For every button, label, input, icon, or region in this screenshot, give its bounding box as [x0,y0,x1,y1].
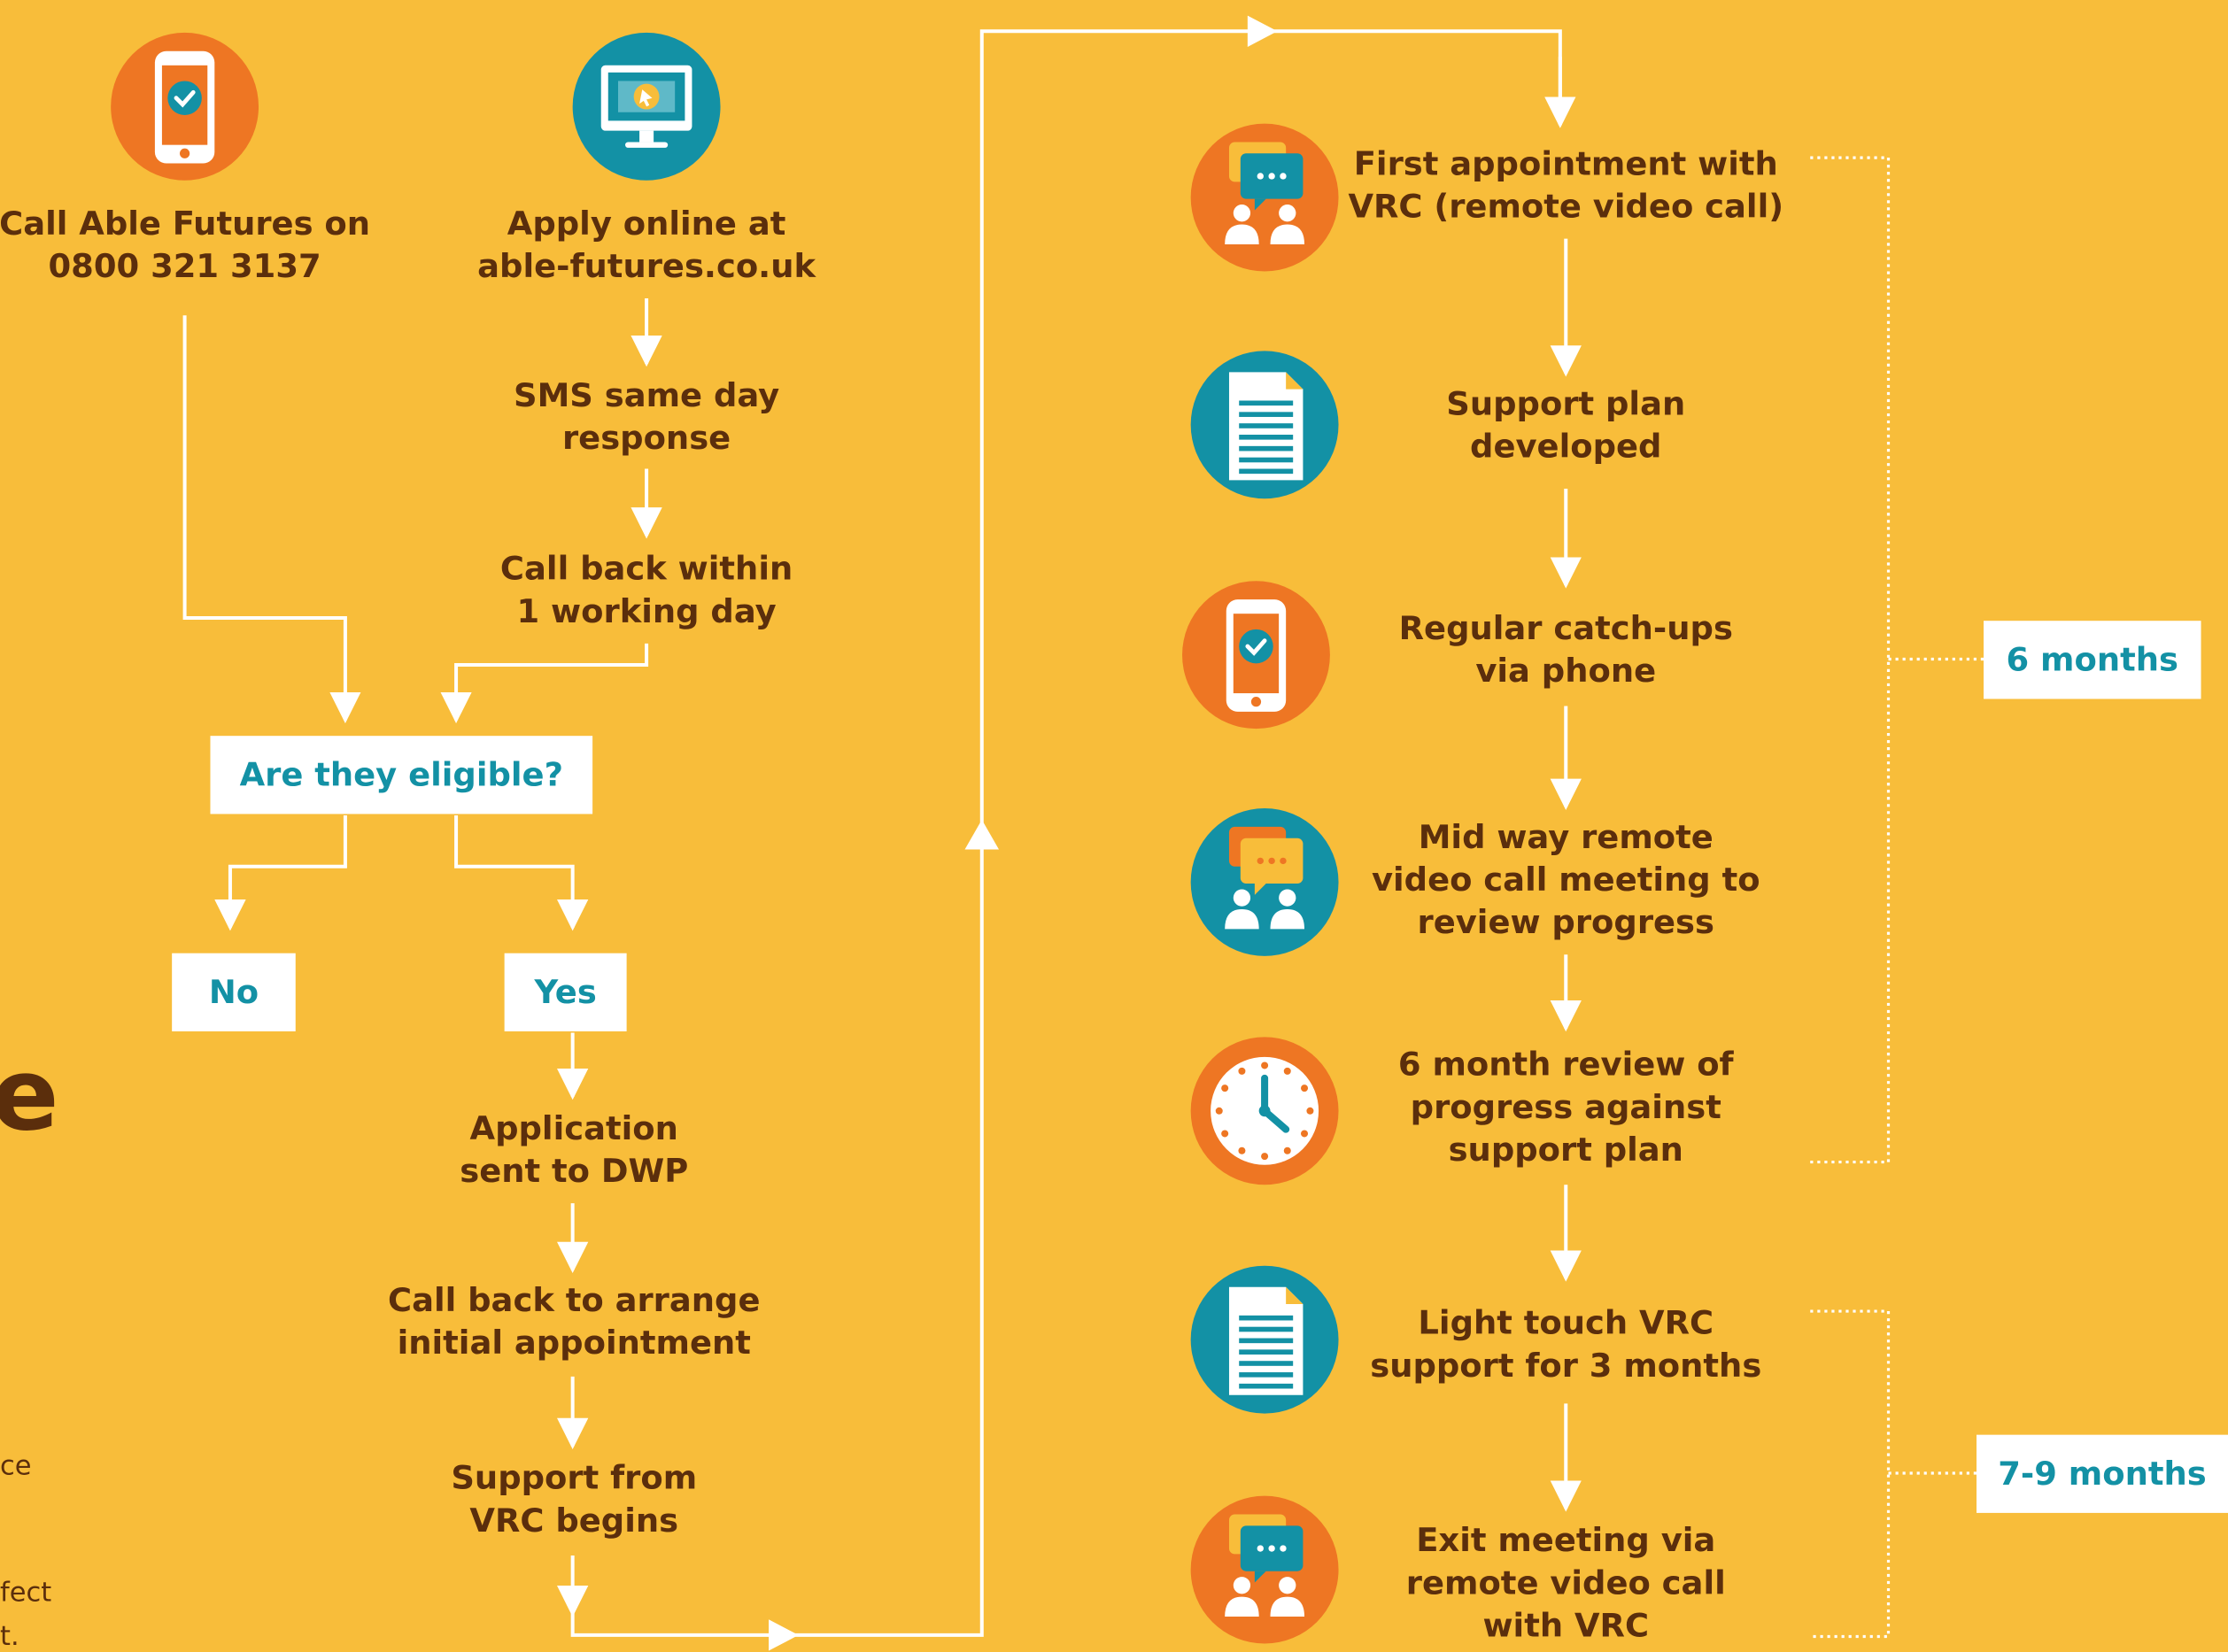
chat-people-icon [1190,808,1339,956]
light-touch-label: Light touch VRC support for 3 months [1370,1305,1762,1386]
sms-label: SMS same day response [514,377,780,458]
catchups-label: Regular catch-ups via phone [1398,610,1733,691]
chat-people-icon [1190,1495,1339,1644]
no-box: No [172,953,296,1031]
computer-icon [572,32,721,181]
application-label: Application sent to DWP [460,1110,689,1191]
cropped-text-3: t. [0,1620,19,1652]
exit-label: Exit meeting via remote video call with … [1405,1523,1726,1646]
cropped-heading-letter: e [0,1037,59,1154]
first-appointment-label: First appointment with VRC (remote video… [1348,146,1784,227]
eligibility-question: Are they eligible? [210,736,593,814]
cropped-text-1: ce [0,1450,32,1482]
call-label: Call Able Futures on 0800 321 3137 [0,205,371,286]
duration-six-months: 6 months [1984,621,2201,699]
yes-box: Yes [504,953,627,1031]
online-label: Apply online at able-futures.co.uk [477,205,816,286]
chat-people-icon [1190,123,1339,272]
review-label: 6 month review of progress against suppo… [1397,1046,1734,1170]
support-plan-label: Support plan developed [1446,386,1686,467]
duration-seven-nine-months: 7-9 months [1976,1434,2228,1513]
arrange-label: Call back to arrange initial appointment [387,1282,761,1363]
callback-label: Call back within 1 working day [499,551,793,631]
clock-icon [1190,1037,1339,1185]
document-icon [1190,1265,1339,1414]
document-icon [1190,351,1339,499]
phone-icon [111,32,259,181]
begins-label: Support from VRC begins [451,1460,698,1540]
phone-icon [1182,581,1330,730]
midway-label: Mid way remote video call meeting to rev… [1371,819,1760,942]
cropped-text-2: fect [0,1577,52,1609]
